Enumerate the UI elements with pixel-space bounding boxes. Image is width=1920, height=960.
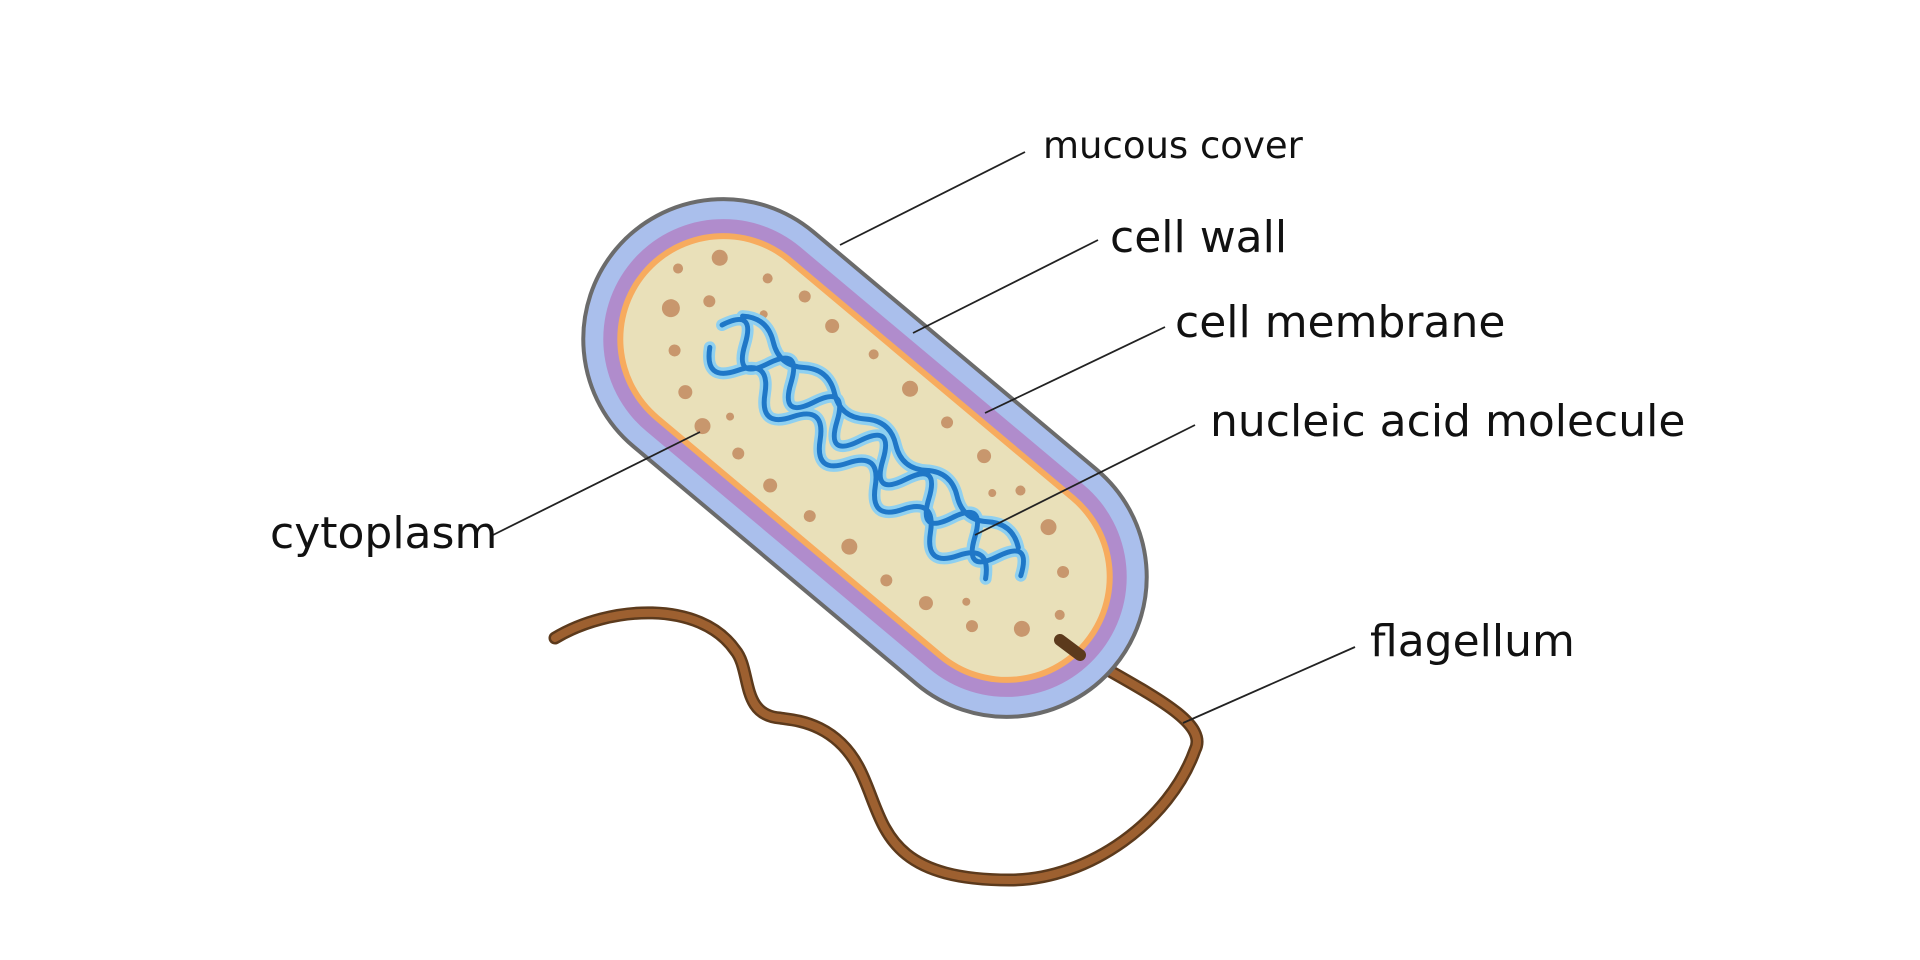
leader-cytoplasm (492, 431, 701, 536)
label-cell-membrane: cell membrane (1175, 297, 1505, 348)
label-cell-wall: cell wall (1110, 212, 1287, 263)
cell-body (581, 197, 1149, 719)
label-nucleic-acid-molecule: nucleic acid molecule (1210, 396, 1685, 447)
leader-cell-membrane (984, 326, 1166, 414)
flagellum-hook (1054, 634, 1086, 661)
nucleic-acid-molecule (703, 310, 1030, 585)
flagellum-shaft (551, 608, 1201, 885)
leader-mucous-cover (839, 151, 1026, 246)
leader-flagellum (1182, 646, 1356, 724)
label-flagellum: flagellum (1370, 616, 1575, 667)
nucleic-acid-strand (706, 313, 1026, 582)
leader-nucleic-acid (974, 424, 1196, 536)
flagellum (548, 606, 1204, 887)
cytoplasm-granules (661, 249, 1070, 637)
label-mucous-cover: mucous cover (1043, 124, 1304, 167)
leader-cell-wall (912, 239, 1099, 334)
label-cytoplasm: cytoplasm (270, 508, 497, 559)
